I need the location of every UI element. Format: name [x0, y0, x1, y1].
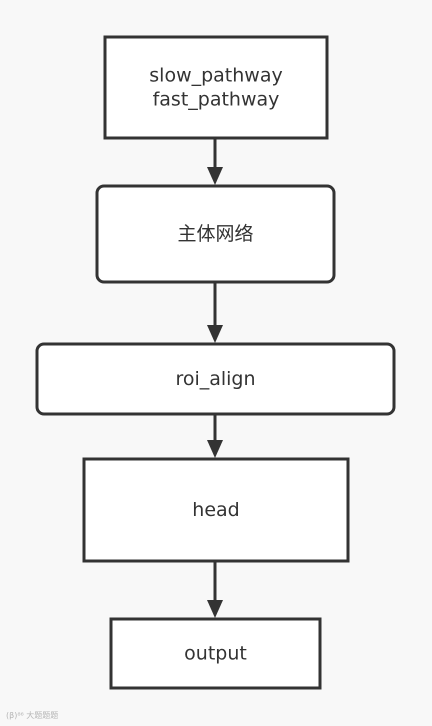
arrow-head [207, 600, 223, 618]
node-head-label: head [192, 499, 239, 521]
node-head-box [82, 457, 350, 563]
watermark-text: (β)⁸⁶ 大题题题 [6, 711, 59, 720]
edge-backbone-to-roi-align [207, 282, 223, 343]
node-pathways-label: fast_pathway [153, 89, 280, 111]
node-pathways-box [103, 35, 329, 140]
node-roi-align-label: roi_align [175, 368, 255, 390]
arrow-head [207, 440, 223, 458]
edge-head-to-output [207, 561, 223, 618]
node-backbone-label: 主体网络 [177, 223, 253, 245]
edges [207, 138, 223, 618]
node-head: head [82, 457, 350, 563]
node-output-box [109, 617, 322, 690]
edge-pathways-to-backbone [207, 138, 223, 185]
node-output: output [109, 617, 322, 690]
node-backbone-box [95, 184, 336, 284]
node-output-label: output [184, 643, 247, 665]
node-roi-align: roi_align [35, 342, 396, 416]
arrow-head [207, 167, 223, 185]
node-pathways-label: slow_pathway [149, 65, 282, 87]
node-roi-align-box [35, 342, 396, 416]
node-backbone: 主体网络 [95, 184, 336, 284]
edge-roi-align-to-head [207, 414, 223, 458]
arrow-head [207, 325, 223, 343]
